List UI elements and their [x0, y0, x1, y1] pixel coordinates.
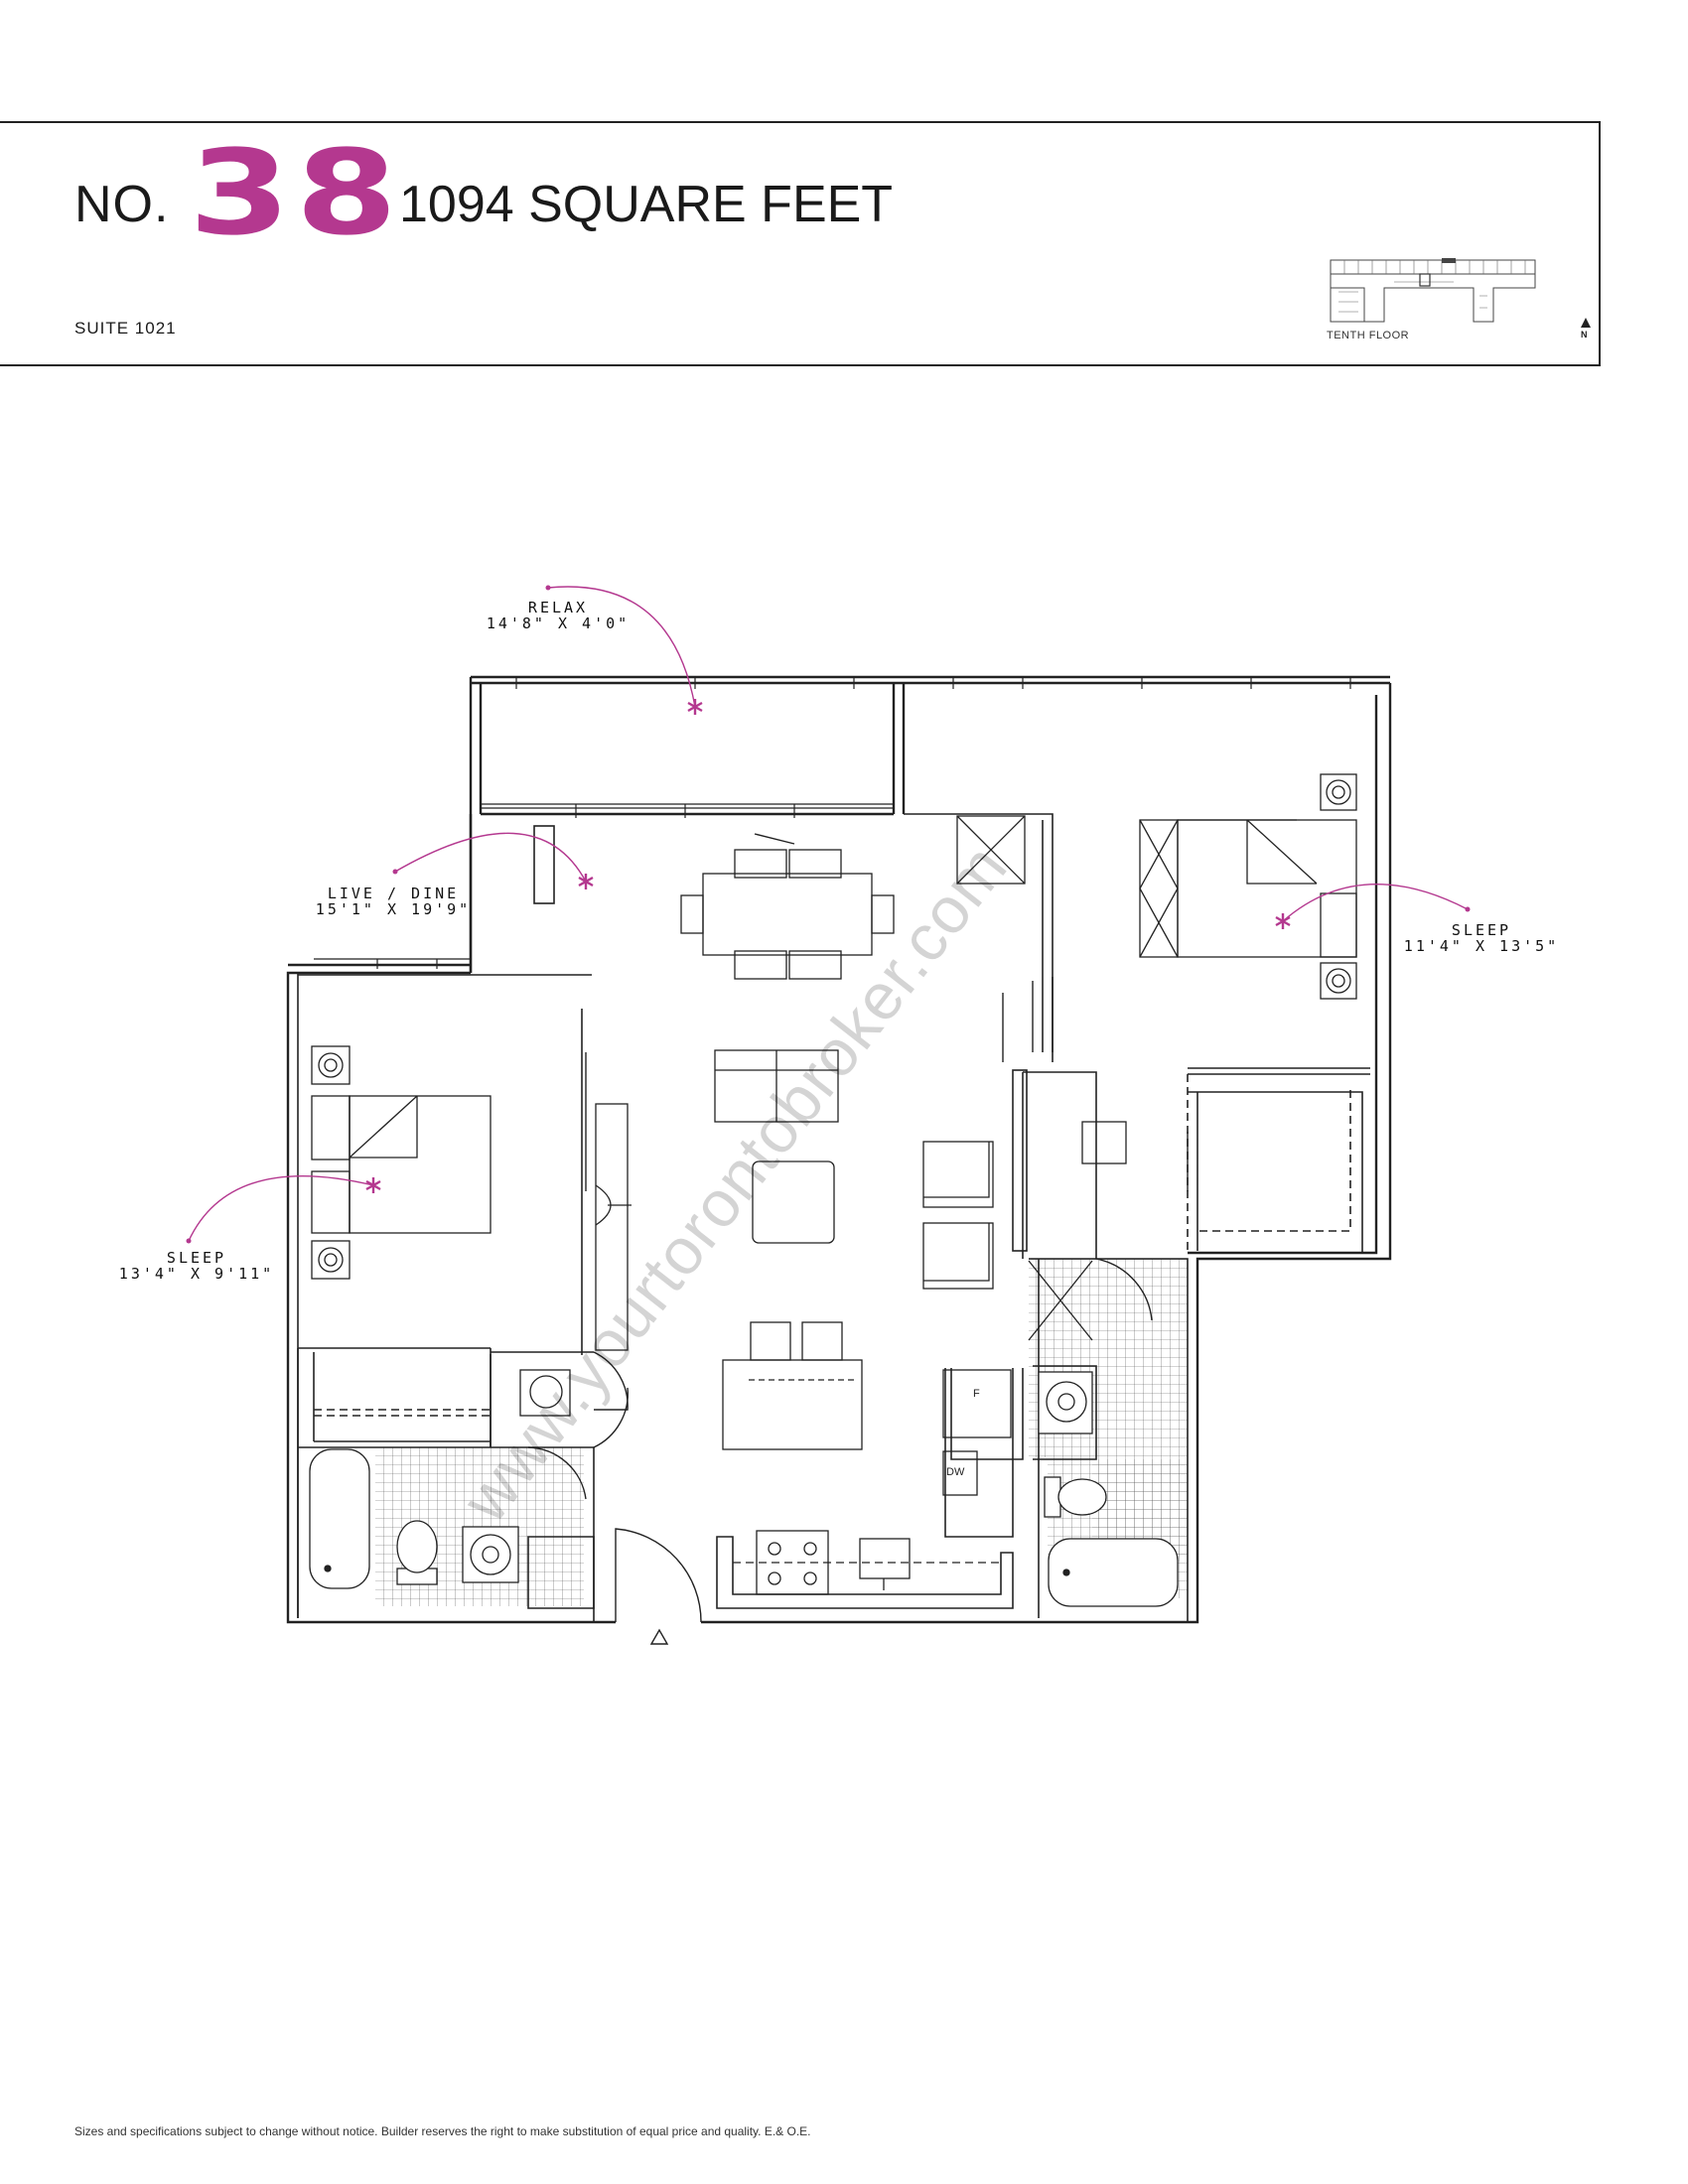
- fridge-label: F: [973, 1388, 980, 1400]
- second-bed: [311, 1045, 492, 1280]
- dishwasher-label: DW: [946, 1466, 965, 1478]
- dishwasher-box: [942, 1450, 978, 1496]
- keyplan-label: TENTH FLOOR: [1327, 330, 1410, 341]
- room-dimensions: 13'4" X 9'11": [118, 1264, 275, 1283]
- room-label-relax: RELAX 14'8" X 4'0": [469, 599, 647, 632]
- unit-area: 1094 SQUARE FEET: [399, 176, 894, 233]
- north-letter: N: [1581, 330, 1588, 340]
- unit-number: 38: [189, 124, 403, 261]
- room-dimensions: 14'8" X 4'0": [486, 614, 631, 632]
- disclaimer: Sizes and specifications subject to chan…: [74, 2124, 811, 2138]
- room-dimensions: 11'4" X 13'5": [1403, 936, 1560, 955]
- keyplan-icon: [1330, 258, 1536, 323]
- room-label-live-dine: LIVE / DINE 15'1" X 19'9": [314, 885, 473, 918]
- header-box: [0, 121, 1601, 366]
- title-prefix: NO.: [74, 176, 170, 233]
- room-name: SLEEP: [1451, 921, 1512, 939]
- window-marks: [314, 677, 1351, 969]
- master-bed: [956, 773, 1357, 1164]
- north-arrow-icon: [1581, 318, 1591, 328]
- room-name: SLEEP: [166, 1249, 227, 1267]
- fridge-box: [942, 1369, 1012, 1438]
- kitchen-appliances: [733, 1369, 1012, 1595]
- leader-dots: [186, 585, 1471, 1244]
- suite-label: SUITE 1021: [74, 319, 177, 338]
- label-leaders: [188, 586, 1469, 1242]
- room-label-sleep-master: SLEEP 11'4" X 13'5": [1402, 921, 1561, 955]
- dining-table: [680, 849, 895, 980]
- doors: [527, 833, 1189, 1623]
- room-label-sleep-second: SLEEP 13'4" X 9'11": [117, 1249, 276, 1283]
- room-name: RELAX: [527, 599, 589, 616]
- interior-walls: [297, 813, 1370, 1622]
- entry-marker-icon: [649, 1628, 669, 1645]
- room-dimensions: 15'1" X 19'9": [315, 899, 472, 918]
- bath-fixtures: [309, 1260, 1179, 1607]
- room-name: LIVE / DINE: [327, 885, 460, 902]
- room-star-icons: [365, 699, 1291, 1193]
- living-furniture: [595, 1049, 994, 1450]
